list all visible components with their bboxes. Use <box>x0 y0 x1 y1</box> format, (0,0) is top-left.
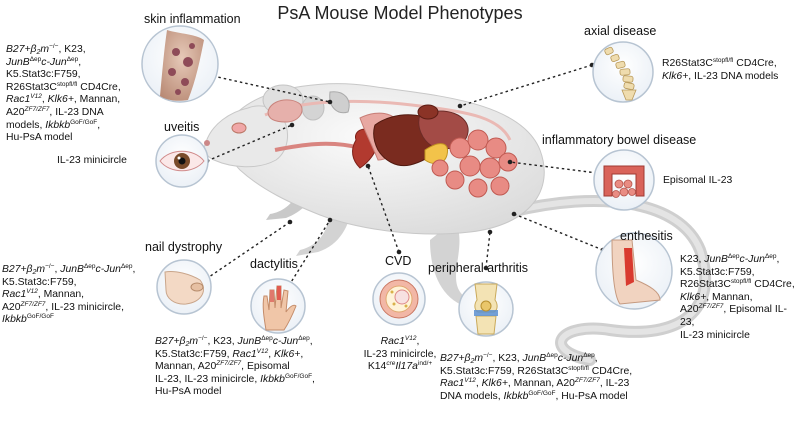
models-enthesitis: K23, JunBΔepc-JunΔep,K5.Stat3c:F759,R26S… <box>680 253 798 342</box>
eye-icon <box>155 134 209 188</box>
model-line: A20ZF7/ZF7, Episomal IL-23, <box>680 303 787 328</box>
model-line: IL-23 minicircle, <box>363 348 437 360</box>
label-skin-inflammation: skin inflammation <box>144 12 241 26</box>
model-line: K5.Stat3c:F759, R26Stat3Cstopfl/fl CD4Cr… <box>440 364 633 377</box>
model-line: K14creIl17aind/+ <box>367 360 433 373</box>
model-line: Klk6+, IL-23 DNA models <box>662 70 779 82</box>
model-line: IL-23, IL-23 minicircle, IkbkbGoF/GoF, <box>155 372 315 385</box>
model-line: B27+β2m−/−, K23, JunBΔepc-JunΔep, <box>440 352 598 365</box>
mouse-eye <box>231 122 247 134</box>
page-title: PsA Mouse Model Phenotypes <box>277 3 523 23</box>
models-peripheral-arthritis: B27+β2m−/−, K23, JunBΔepc-JunΔep,K5.Stat… <box>440 352 640 403</box>
connector-nail <box>205 221 291 280</box>
connector-cvd <box>367 165 400 253</box>
model-line: K5.Stat3c:F759, <box>680 266 755 278</box>
model-line: IL-23 minicircle <box>57 155 127 166</box>
model-line: A20ZF7/ZF7, IL-23 minicircle, <box>2 300 124 313</box>
mouse-hind-leg <box>430 220 488 308</box>
models-axial-disease: R26Stat3Cstopfl/fl CD4Cre,Klk6+, IL-23 D… <box>662 57 798 83</box>
models-inflammatory-bowel-disease: Episomal IL-23 <box>663 175 793 188</box>
model-line: Hu-PsA model <box>155 386 222 398</box>
label-peripheral-arthritis: peripheral arthritis <box>428 261 529 275</box>
spine-icon <box>592 41 654 103</box>
model-line: models, IkbkbGoF/GoF, <box>6 118 101 131</box>
heel-icon <box>595 232 673 310</box>
models-skin-inflammation: B27+β2m−/−, K23,JunBΔepc-JunΔep,K5.Stat3… <box>6 43 138 145</box>
model-line: R26Stat3Cstopfl/fl CD4Cre, <box>680 278 795 291</box>
connector-uveitis <box>206 124 293 162</box>
intestine-icon <box>593 149 655 211</box>
model-line: IL-23 minicircle <box>680 329 750 341</box>
label-inflammatory-bowel-disease: inflammatory bowel disease <box>542 133 697 147</box>
knee-joint-icon <box>458 281 514 337</box>
label-enthesitis: enthesitis <box>620 229 673 243</box>
models-cvd: Rac1V12,IL-23 minicircle,K14creIl17aind/… <box>350 335 450 374</box>
model-line: K5.Stat3c:F759, Rac1V12, Klk6+, <box>155 347 304 360</box>
models-dactylitis: B27+β2m−/−, K23, JunBΔepc-JunΔep,K5.Stat… <box>155 335 360 399</box>
model-line: K5.Stat3c:F759, <box>2 276 77 288</box>
connector-ibd <box>509 161 598 174</box>
model-line: K23, JunBΔepc-JunΔep, <box>680 253 780 265</box>
connector-enthesitis <box>513 213 604 251</box>
connector-dactylitis <box>282 219 331 296</box>
model-line: Rac1V12, <box>380 335 420 347</box>
label-axial-disease: axial disease <box>584 24 657 38</box>
artery-icon <box>372 272 426 326</box>
label-cvd: CVD <box>385 254 412 268</box>
model-line: Episomal IL-23 <box>663 175 733 186</box>
model-line: Rac1V12, Klk6+, Mannan, <box>6 93 121 106</box>
connector-skin <box>212 75 331 103</box>
hand-icon <box>250 278 306 334</box>
models-nail-dystrophy: B27+β2m−/−, JunBΔepc-JunΔep,K5.Stat3c:F7… <box>2 263 152 327</box>
model-line: Rac1V12, Klk6+, Mannan, A20ZF7/ZF7, IL-2… <box>440 377 630 390</box>
skin-inflammation-image <box>141 25 219 103</box>
label-uveitis: uveitis <box>164 120 200 134</box>
foot-icon <box>156 259 212 315</box>
model-line: B27+β2m−/−, K23, JunBΔepc-JunΔep, <box>155 335 313 348</box>
model-line: Hu-PsA model <box>6 132 73 144</box>
model-line: A20ZF7/ZF7, IL-23 DNA <box>6 105 104 118</box>
model-line: JunBΔepc-JunΔep, <box>6 55 82 68</box>
connector-peripheral <box>485 231 491 269</box>
models-uveitis: IL-23 minicircle <box>57 155 157 168</box>
model-line: IkbkbGoF/GoF <box>2 313 54 326</box>
model-line: R26Stat3Cstopfl/fl CD4Cre, <box>662 57 777 69</box>
label-nail-dystrophy: nail dystrophy <box>145 240 223 254</box>
model-line: B27+β2m−/−, K23, <box>6 43 86 56</box>
model-line: Mannan, A20ZF7/ZF7, Episomal <box>155 360 290 373</box>
model-line: R26Stat3Cstopfl/fl CD4Cre, <box>6 80 121 93</box>
model-line: K5.Stat3c:F759, <box>6 69 81 81</box>
label-dactylitis: dactylitis <box>250 257 298 271</box>
model-line: DNA models, IkbkbGoF/GoF, Hu-PsA model <box>440 389 628 402</box>
connector-axial <box>459 64 593 107</box>
model-line: Rac1V12, Mannan, <box>2 288 85 301</box>
model-line: Klk6+, Mannan, <box>680 291 753 303</box>
model-line: B27+β2m−/−, JunBΔepc-JunΔep, <box>2 263 136 276</box>
